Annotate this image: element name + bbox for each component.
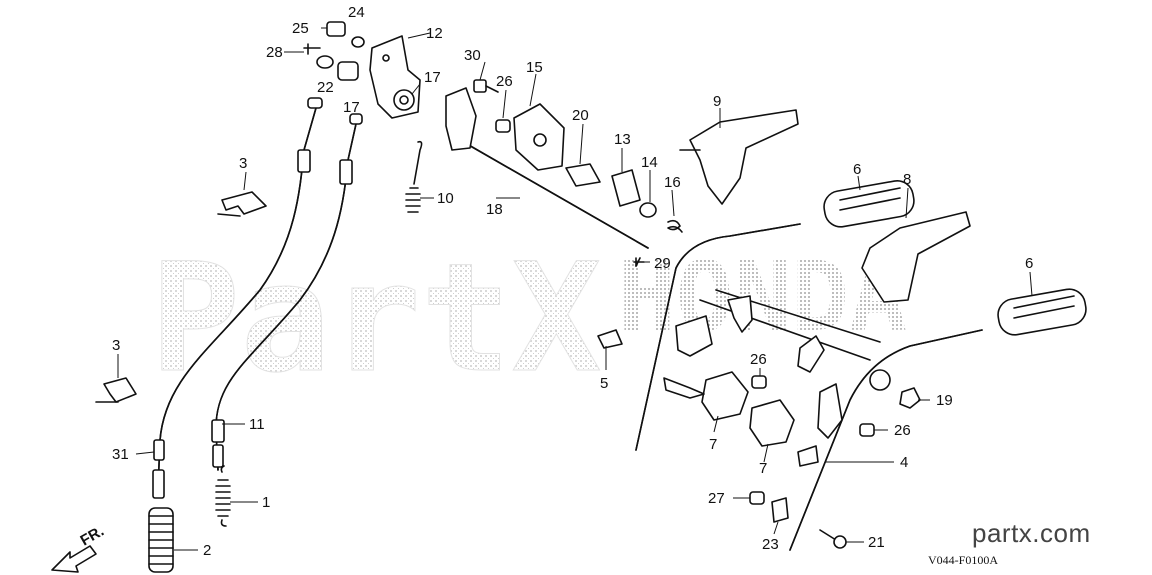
callout-2: 2 bbox=[203, 542, 211, 559]
callout-28: 28 bbox=[266, 44, 283, 61]
watermark-right: HONDA bbox=[618, 241, 907, 353]
clip-part-3-lower bbox=[95, 377, 137, 403]
callout-17a: 17 bbox=[424, 69, 441, 86]
spring-part-2 bbox=[148, 507, 174, 573]
bracket-handle-right bbox=[797, 383, 843, 467]
spring-part-16 bbox=[667, 219, 683, 233]
callout-18: 18 bbox=[486, 201, 503, 218]
callout-6-upper: 6 bbox=[853, 161, 861, 178]
site-brand: partx.com bbox=[972, 518, 1091, 548]
cable-assembly-left bbox=[152, 97, 363, 499]
diagram-code: V044-F0100A bbox=[928, 553, 999, 567]
callout-11: 11 bbox=[249, 416, 265, 433]
guide-part-7-right bbox=[749, 399, 795, 447]
callout-3-lower: 3 bbox=[112, 337, 120, 354]
callout-4: 4 bbox=[900, 454, 908, 471]
bolt-part-21 bbox=[819, 529, 847, 549]
callout-5: 5 bbox=[600, 375, 608, 392]
guide-part-5 bbox=[597, 329, 623, 349]
callout-23: 23 bbox=[762, 536, 779, 553]
callout-13: 13 bbox=[614, 131, 631, 148]
nut-part-19 bbox=[899, 387, 921, 409]
callout-16: 16 bbox=[664, 174, 681, 191]
callout-21: 21 bbox=[868, 534, 885, 551]
callout-19: 19 bbox=[936, 392, 953, 409]
callout-10: 10 bbox=[437, 190, 454, 207]
bracket-part-12 bbox=[369, 35, 421, 119]
clip-part-3-upper bbox=[217, 191, 267, 217]
callout-24: 24 bbox=[348, 4, 365, 21]
callout-14: 14 bbox=[641, 154, 658, 171]
small-hardware-top bbox=[303, 21, 365, 81]
callout-9: 9 bbox=[713, 93, 721, 110]
bolt-part-30 bbox=[473, 79, 499, 93]
callout-1: 1 bbox=[262, 494, 270, 511]
watermark-left: PartX bbox=[150, 232, 602, 406]
callouts: 25 24 12 28 22 17 17 30 26 15 20 13 14 1… bbox=[112, 4, 1033, 559]
guide-part-7-left bbox=[701, 371, 749, 421]
callout-30: 30 bbox=[464, 47, 481, 64]
callout-20: 20 bbox=[572, 107, 589, 124]
callout-8: 8 bbox=[903, 171, 911, 188]
callout-26-mid: 26 bbox=[750, 351, 767, 368]
cover-part-15 bbox=[513, 103, 565, 171]
nut-part-27 bbox=[749, 491, 765, 505]
callout-6-right: 6 bbox=[1025, 255, 1033, 272]
callout-26-right: 26 bbox=[894, 422, 911, 439]
clip-part-23 bbox=[771, 497, 789, 523]
spring-part-10 bbox=[405, 140, 423, 213]
handle-frame-part-4 bbox=[635, 223, 983, 551]
callout-15: 15 bbox=[526, 59, 543, 76]
pin-part-29 bbox=[633, 257, 645, 267]
callout-29: 29 bbox=[654, 255, 671, 272]
direction-label: FR. bbox=[78, 523, 107, 550]
washer-part-14 bbox=[639, 202, 657, 218]
grip-part-6-upper bbox=[823, 180, 915, 228]
nut-part-26-mid bbox=[751, 375, 767, 389]
front-direction-arrow-icon bbox=[51, 545, 97, 573]
link-part-13 bbox=[611, 169, 641, 207]
lever-part-9 bbox=[679, 109, 799, 205]
shaft-part-18 bbox=[445, 87, 649, 267]
nut-part-26-top bbox=[495, 119, 511, 133]
callout-27: 27 bbox=[708, 490, 725, 507]
callout-25: 25 bbox=[292, 20, 309, 37]
spring-part-1 bbox=[215, 465, 231, 527]
pin-part-20 bbox=[565, 163, 601, 187]
bracket-handle-left bbox=[663, 315, 713, 399]
callout-17b: 17 bbox=[343, 99, 360, 116]
nut-part-26-right bbox=[859, 423, 875, 437]
callout-22: 22 bbox=[317, 79, 334, 96]
callout-12: 12 bbox=[426, 25, 443, 42]
callout-7-right: 7 bbox=[759, 460, 767, 477]
lever-part-8 bbox=[861, 211, 971, 303]
callout-3-upper: 3 bbox=[239, 155, 247, 172]
callout-31: 31 bbox=[112, 446, 129, 463]
grip-part-6-right bbox=[997, 288, 1087, 336]
callout-7-left: 7 bbox=[709, 436, 717, 453]
leader-lines bbox=[117, 27, 1033, 551]
callout-26-top: 26 bbox=[496, 73, 513, 90]
